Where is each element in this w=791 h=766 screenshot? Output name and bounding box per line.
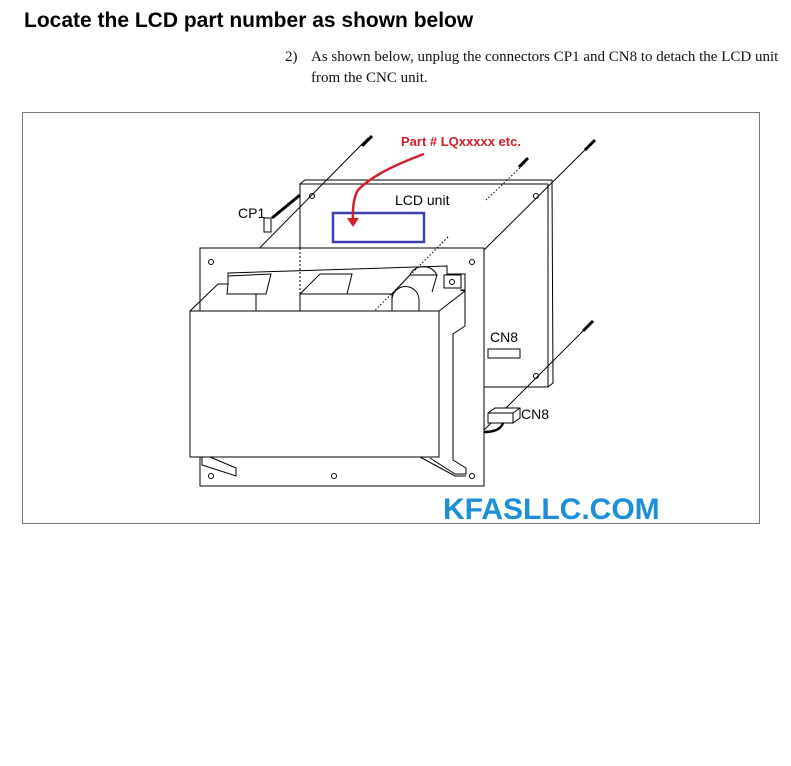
red-arrow-icon: [351, 152, 425, 223]
cnc-box-unit: [189, 265, 467, 477]
instruction-step: 2) As shown below, unplug the connectors…: [285, 47, 781, 89]
watermark: KFASLLC.COM: [443, 493, 660, 526]
step-number: 2): [285, 49, 298, 65]
step-text: As shown below, unplug the connectors CP…: [311, 49, 779, 86]
cn8-lower-label: CN8: [521, 406, 549, 422]
page-title: Locate the LCD part number as shown belo…: [24, 9, 474, 32]
part-number-highlight: [331, 211, 426, 244]
part-number-label: Part # LQxxxxx etc.: [401, 134, 521, 149]
cp1-connector: [263, 193, 301, 233]
diagram-frame: [22, 112, 760, 524]
cp1-label: CP1: [238, 205, 265, 221]
screw-icon: [360, 134, 597, 333]
lcd-unit-label: LCD unit: [395, 192, 450, 208]
cn8-upper-label: CN8: [490, 329, 518, 345]
cn8-connector: [483, 407, 521, 434]
